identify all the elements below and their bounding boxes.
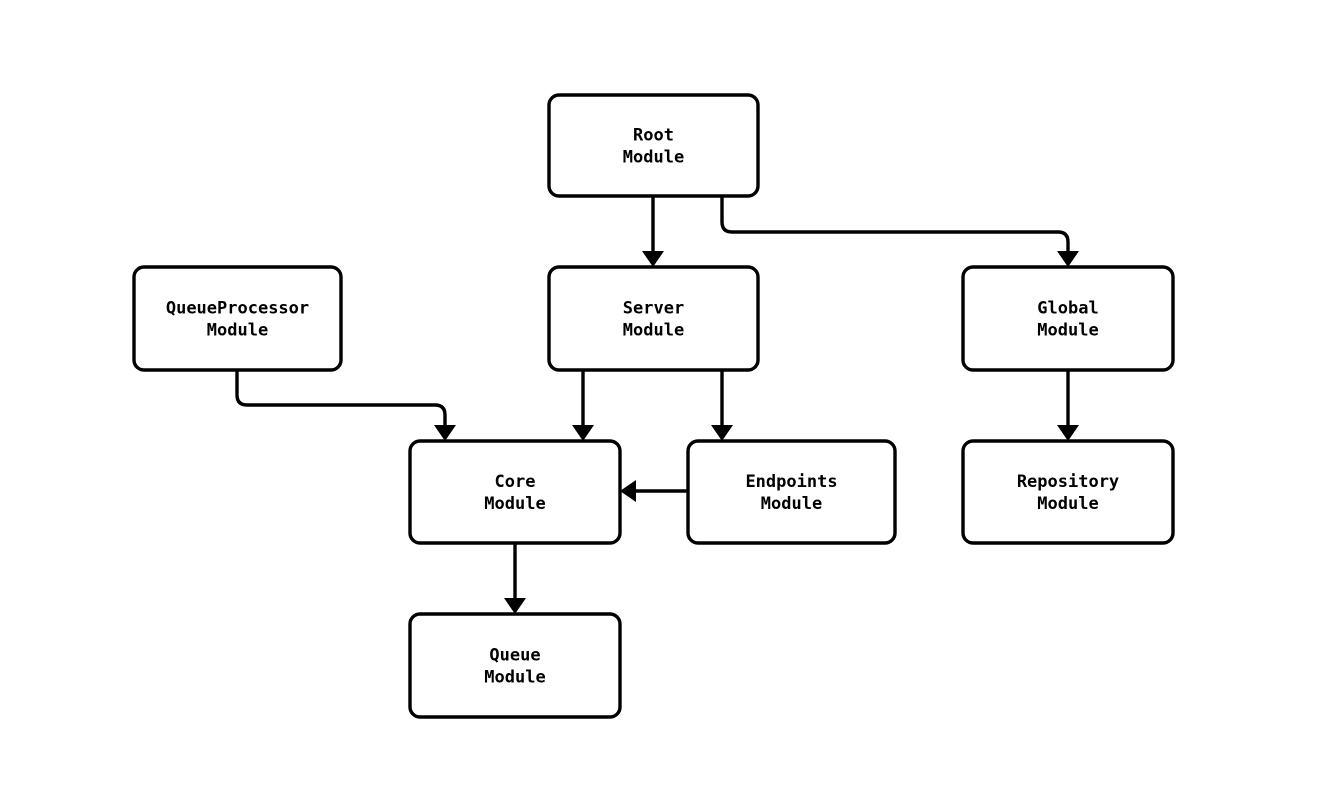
node-box[interactable] bbox=[547, 265, 760, 372]
arrowhead-icon bbox=[620, 480, 636, 502]
arrowhead-icon bbox=[1057, 425, 1079, 441]
node-label-line1: Server bbox=[623, 299, 684, 319]
node-label-line1: QueueProcessor bbox=[166, 299, 309, 319]
node-box[interactable] bbox=[408, 612, 622, 719]
node-label-line2: Module bbox=[484, 494, 545, 514]
node-label-line1: Repository bbox=[1017, 472, 1119, 492]
node-label-line1: Global bbox=[1037, 299, 1098, 319]
arrowhead-icon bbox=[711, 425, 733, 441]
edge-server-to-core bbox=[572, 370, 594, 441]
edge-line bbox=[720, 196, 1070, 251]
edge-core-to-queue bbox=[504, 543, 526, 614]
edge-queueprocessor-to-core bbox=[235, 370, 456, 441]
node-label-line2: Module bbox=[761, 494, 822, 514]
node-box[interactable] bbox=[686, 439, 897, 545]
node-box[interactable] bbox=[132, 265, 343, 372]
arrowhead-icon bbox=[642, 251, 664, 267]
node-label-line1: Core bbox=[495, 472, 536, 492]
node-label-line2: Module bbox=[1037, 321, 1098, 341]
node-box[interactable] bbox=[961, 265, 1175, 372]
node-label-line2: Module bbox=[623, 148, 684, 168]
node-label-line1: Queue bbox=[489, 646, 540, 666]
edge-root-to-server bbox=[642, 196, 664, 267]
node-label-line1: Endpoints bbox=[745, 472, 837, 492]
edges-layer bbox=[235, 196, 1079, 614]
node-box[interactable] bbox=[961, 439, 1175, 545]
edge-global-to-repository bbox=[1057, 370, 1079, 441]
edge-root-to-global bbox=[720, 196, 1079, 267]
edge-server-to-endpoints bbox=[711, 370, 733, 441]
arrowhead-icon bbox=[434, 425, 456, 441]
node-box[interactable] bbox=[547, 93, 760, 198]
arrowhead-icon bbox=[572, 425, 594, 441]
arrowhead-icon bbox=[504, 598, 526, 614]
arrowhead-icon bbox=[1057, 251, 1079, 267]
node-label-line1: Root bbox=[633, 126, 674, 146]
node-label-line2: Module bbox=[207, 321, 268, 341]
edge-line bbox=[235, 370, 447, 425]
node-label-line2: Module bbox=[623, 321, 684, 341]
node-label-line2: Module bbox=[1037, 494, 1098, 514]
node-box[interactable] bbox=[408, 439, 622, 545]
nodes-layer: RootModuleQueueProcessorModuleServerModu… bbox=[132, 93, 1175, 719]
node-label-line2: Module bbox=[484, 668, 545, 688]
edge-endpoints-to-core bbox=[620, 480, 688, 502]
